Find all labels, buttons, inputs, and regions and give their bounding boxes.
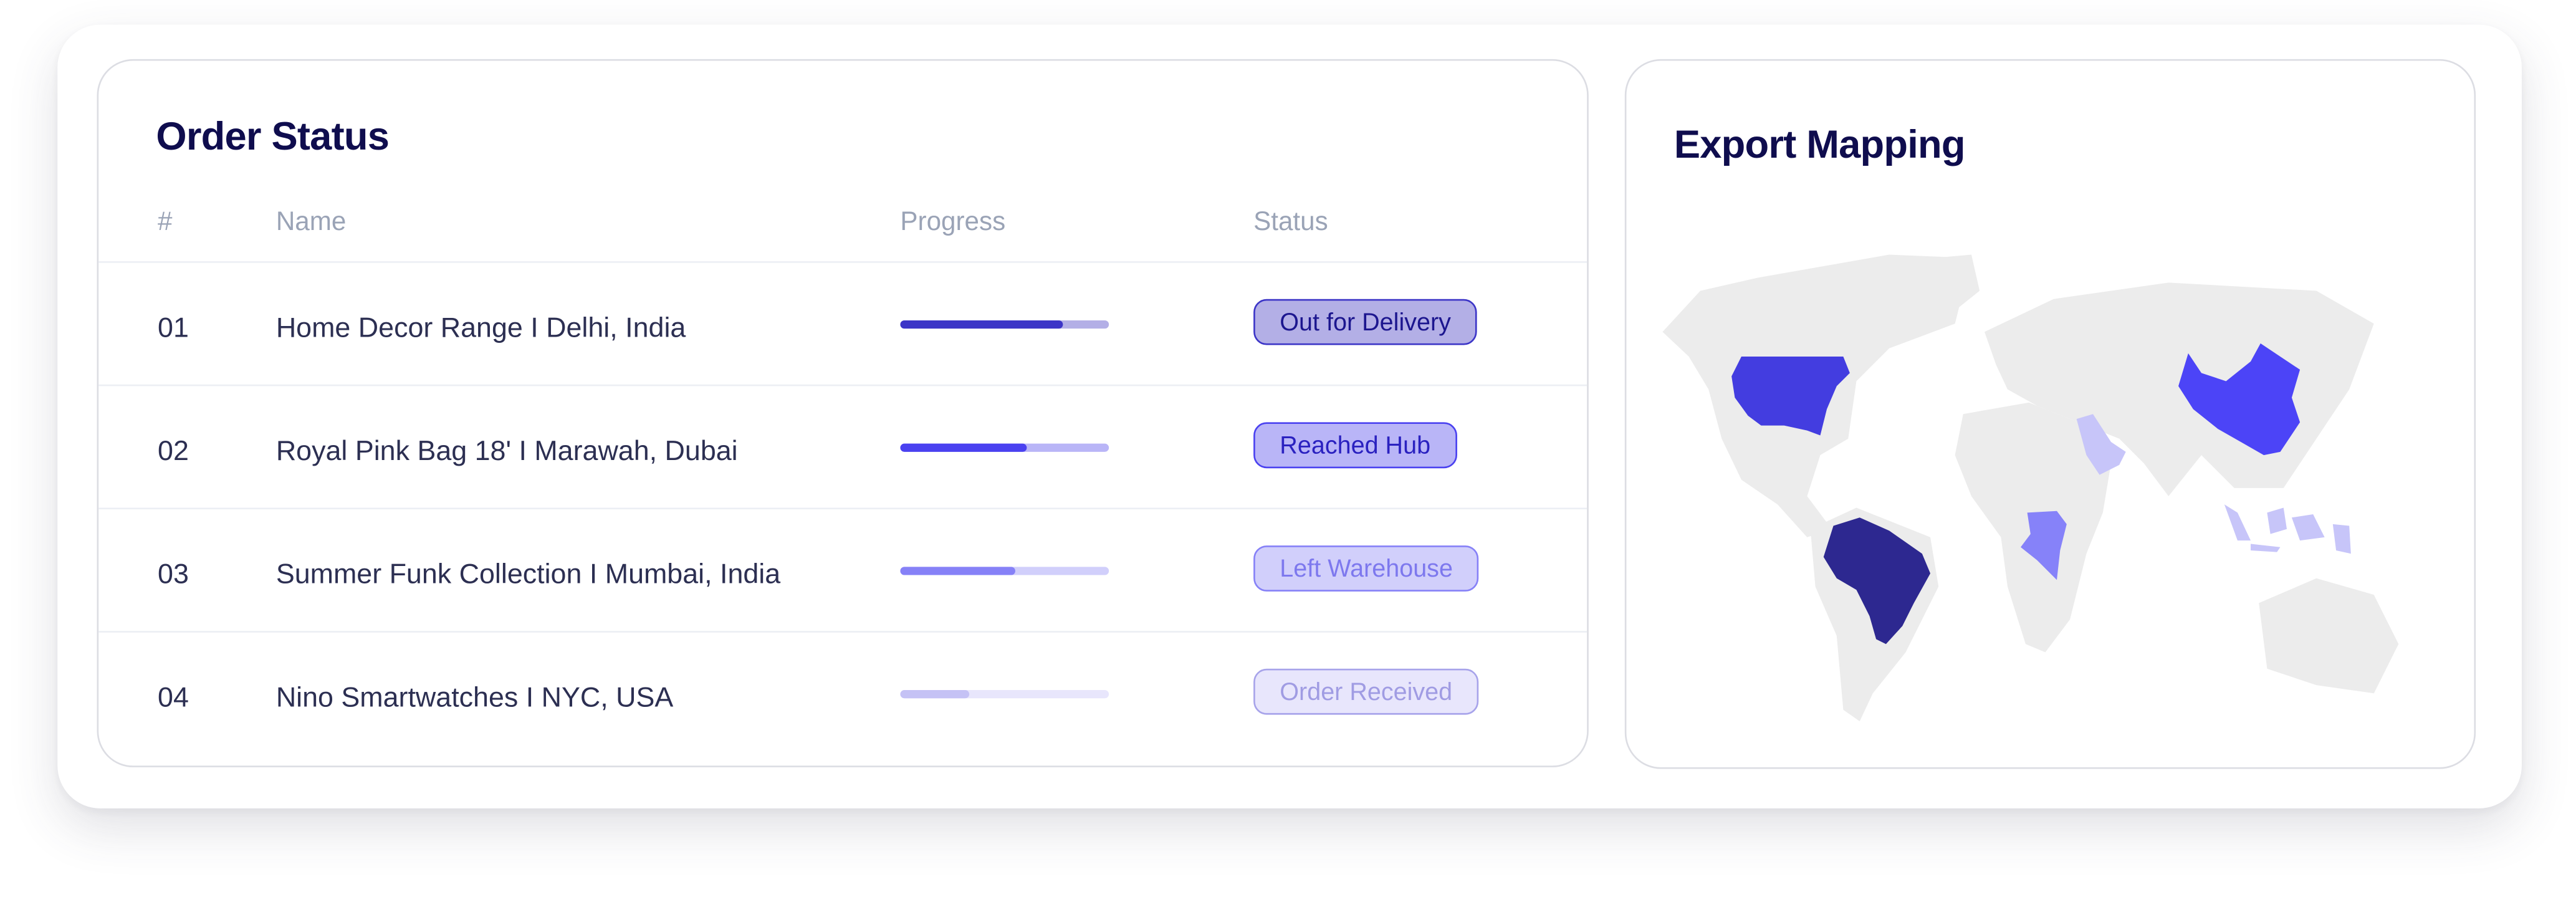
progress-fill: [900, 320, 1063, 329]
land-masses: [1662, 254, 2399, 722]
status-badge: Reached Hub: [1253, 422, 1457, 469]
country-usa: [1731, 356, 1850, 436]
row-number: 01: [158, 312, 189, 343]
column-header-progress: Progress: [900, 208, 1006, 237]
row-name: Summer Funk Collection I Mumbai, India: [275, 559, 781, 590]
australia-land: [2259, 578, 2399, 694]
country-brazil: [1823, 517, 1931, 645]
country-dr-congo: [2021, 511, 2067, 580]
row-number: 04: [158, 681, 189, 713]
progress-fill: [900, 690, 969, 699]
table-row[interactable]: 04 Nino Smartwatches I NYC, USA Order Rece…: [98, 631, 1587, 755]
column-header-number: #: [158, 208, 173, 237]
greenland-land: [1897, 254, 1980, 324]
status-badge: Order Received: [1253, 668, 1479, 715]
panel-title: Export Mapping: [1673, 123, 1966, 168]
world-map: [1662, 254, 2399, 722]
progress-bar: [900, 690, 1109, 699]
row-name: Home Decor Range I Delhi, India: [275, 312, 686, 343]
progress-bar: [900, 567, 1109, 575]
table-row[interactable]: 03 Summer Funk Collection I Mumbai, India…: [98, 507, 1587, 632]
table-row[interactable]: 02 Royal Pink Bag 18' I Marawah, Dubai Rea…: [98, 384, 1587, 509]
country-china: [2178, 343, 2301, 456]
progress-bar: [900, 443, 1109, 452]
row-number: 02: [158, 435, 189, 467]
status-badge: Left Warehouse: [1253, 545, 1480, 592]
progress-fill: [900, 443, 1028, 452]
column-header-status: Status: [1253, 208, 1328, 237]
progress-bar: [900, 320, 1109, 329]
row-name: Nino Smartwatches I NYC, USA: [275, 681, 674, 713]
country-saudi-arabia: [2076, 414, 2126, 475]
order-status-panel: Order Status # Name Progress Status 01 Ho…: [97, 59, 1589, 767]
country-indonesia: [2224, 504, 2351, 554]
table-row[interactable]: 01 Home Decor Range I Delhi, India Out for…: [98, 261, 1587, 386]
panel-title: Order Status: [156, 115, 390, 160]
progress-fill: [900, 567, 1015, 575]
export-mapping-panel: Export Mapping: [1624, 59, 2476, 769]
row-name: Royal Pink Bag 18' I Marawah, Dubai: [275, 435, 738, 467]
column-header-name: Name: [275, 208, 347, 237]
status-badge: Out for Delivery: [1253, 299, 1478, 345]
row-number: 03: [158, 559, 189, 590]
